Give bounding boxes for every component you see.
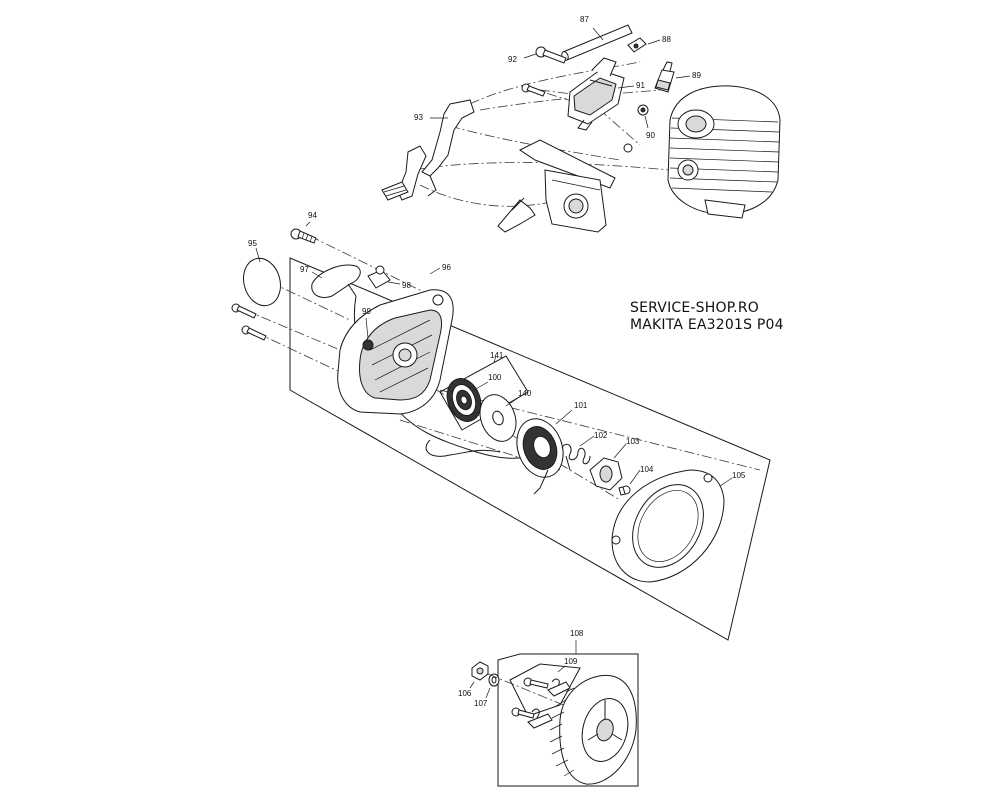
part-104-screw	[618, 485, 631, 496]
part-90-washer	[623, 104, 649, 153]
label-140: 140	[518, 389, 532, 398]
part-107-washer	[488, 673, 500, 687]
top-assembly: 87 88 89 90 91 92 93	[381, 15, 781, 233]
label-94: 94	[308, 211, 317, 220]
label-141: 141	[490, 351, 504, 360]
label-95: 95	[248, 239, 257, 248]
part-97-handle	[311, 264, 361, 298]
label-109: 109	[564, 657, 578, 666]
intake-bracket	[497, 139, 616, 233]
part-98-guide	[367, 265, 391, 289]
part-140-spring-plate	[479, 394, 517, 442]
part-102-spring	[561, 443, 591, 471]
part-106-nut	[471, 661, 489, 681]
starter-bolts	[231, 303, 267, 341]
part-88-clip	[627, 37, 647, 53]
flywheel	[549, 674, 637, 785]
inner-frame-109	[509, 663, 581, 717]
label-105: 105	[732, 471, 746, 480]
watermark: SERVICE-SHOP.RO MAKITA EA3201S P04	[630, 300, 784, 334]
part-91-ignition-coil	[567, 57, 625, 131]
part-89-spark-plug	[654, 61, 675, 93]
part-101-rope-pulley	[516, 418, 564, 495]
label-97: 97	[300, 265, 309, 274]
part-96-starter-housing	[337, 289, 454, 415]
label-104: 104	[640, 465, 654, 474]
part-100-spring-cassette	[439, 355, 529, 431]
label-87: 87	[580, 15, 589, 24]
cylinder	[667, 85, 781, 219]
label-107: 107	[474, 699, 488, 708]
part-93-throttle-lever	[381, 99, 475, 201]
starter-assembly: 94 95 96 97 98 99 141 100 140 101 102 10…	[231, 211, 771, 641]
label-106: 106	[458, 689, 472, 698]
label-100: 100	[488, 373, 502, 382]
label-98: 98	[402, 281, 411, 290]
label-99: 99	[362, 307, 371, 316]
label-108: 108	[570, 629, 584, 638]
site-name: SERVICE-SHOP.RO	[630, 300, 759, 316]
label-103: 103	[626, 437, 640, 446]
model-name: MAKITA EA3201S P04	[630, 317, 784, 333]
label-93: 93	[414, 113, 423, 122]
label-89: 89	[692, 71, 701, 80]
screw-small	[521, 83, 546, 97]
starter-frame	[289, 257, 771, 641]
part-109-pawl-kit	[511, 677, 571, 729]
flywheel-assembly: 108 109 106 107	[458, 629, 639, 787]
part-87-rod	[561, 24, 633, 61]
label-90: 90	[646, 131, 655, 140]
flywheel-frame	[497, 653, 639, 787]
part-103-ratchet	[589, 457, 623, 491]
label-102: 102	[594, 431, 608, 440]
label-88: 88	[662, 35, 671, 44]
part-95-cover-disc	[243, 257, 281, 307]
label-92: 92	[508, 55, 517, 64]
label-96: 96	[442, 263, 451, 272]
label-91: 91	[636, 81, 645, 90]
part-92-screw	[535, 46, 567, 64]
label-101: 101	[574, 401, 588, 410]
part-105-fan-housing	[611, 469, 725, 583]
part-94-bolt	[290, 228, 317, 244]
